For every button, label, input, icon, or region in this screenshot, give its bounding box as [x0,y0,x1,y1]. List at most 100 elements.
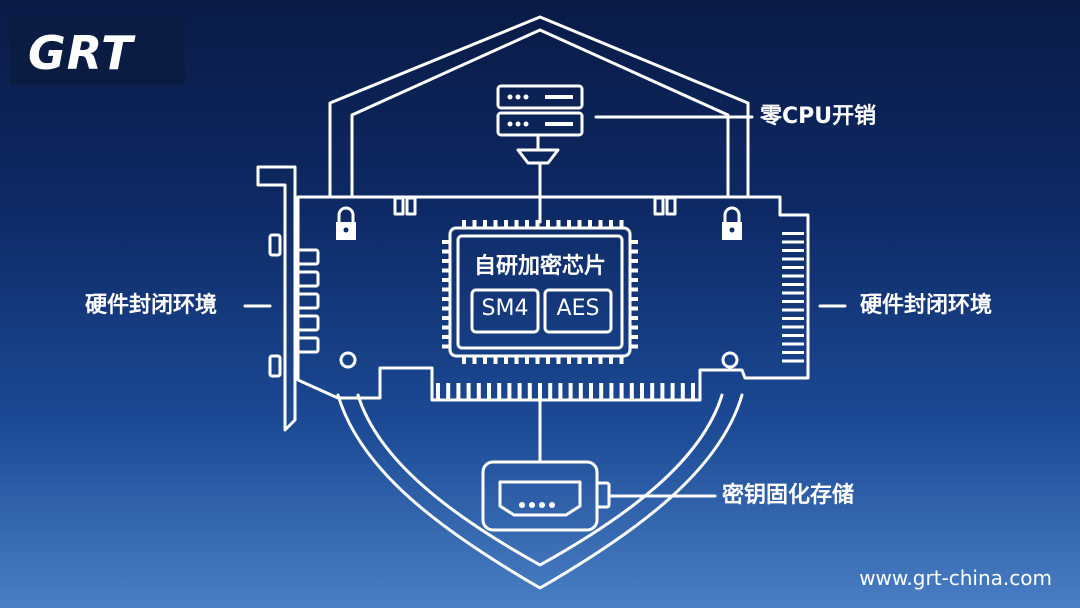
pin [442,278,450,282]
pin [546,220,550,228]
pin [782,274,804,278]
pin [782,232,804,235]
server-icon [496,84,584,224]
pin [782,240,804,244]
pin [483,356,487,364]
shield-bottom [336,393,744,590]
pin [577,356,582,364]
pin [456,383,461,400]
pin [630,259,638,263]
label-hw-env-right: 硬件封闭环境 [860,293,993,318]
pin [442,316,450,320]
pin [442,306,450,311]
pin [630,306,638,311]
pin [782,266,804,269]
pin [442,240,450,244]
pin [588,356,592,364]
pin [442,268,450,273]
pin [538,383,542,400]
algo-aes: AES [556,296,600,321]
pin [497,383,502,400]
pin [630,249,638,254]
pin [472,356,477,364]
pin [535,356,540,364]
shield-icon [328,15,750,197]
pin [630,335,638,339]
pin [567,220,571,228]
card-bracket [256,165,297,432]
pin [609,383,614,400]
pin [630,240,638,244]
pin [462,356,466,364]
pin [598,220,603,228]
pin [442,335,450,339]
pin [436,383,440,400]
chip-icon [448,226,632,358]
pin [589,383,593,400]
pin [556,356,561,364]
pin [493,356,498,364]
pin [514,356,519,364]
pin [578,383,583,400]
pin [525,356,529,364]
pin [556,220,561,228]
label-zero-cpu: 零CPU开销 [760,104,877,129]
pin [629,383,634,400]
lock-icon [722,206,742,240]
pin [442,344,450,349]
pin [442,287,450,292]
pin [630,268,638,273]
pin [567,356,571,364]
card-outline [296,195,810,402]
pin [660,383,665,400]
pin [640,383,644,400]
pin [650,383,655,400]
chip-title: 自研加密芯片 [473,254,606,279]
pin [504,356,508,364]
pin [782,359,804,363]
pin [514,220,519,228]
bracket-ports [296,248,320,354]
lock-icon [336,206,356,240]
pin [619,220,624,228]
grt-logo: GRT [10,18,185,84]
pin [630,297,638,301]
pin [680,383,685,400]
pin [782,249,804,252]
pin [630,278,638,282]
pin [599,383,604,400]
edge-connector-pins [436,383,695,400]
pin [476,383,481,400]
pin [466,383,471,400]
pin [630,316,638,320]
pin [619,383,624,400]
pin [782,351,804,354]
footer-url: www.grt-china.com [859,566,1052,590]
logo-text: GRT [28,26,134,80]
pin [691,383,695,400]
pin [588,220,592,228]
chip-pins [442,220,638,364]
pin [548,383,553,400]
pin [504,220,508,228]
pin [487,383,491,400]
pin [609,220,613,228]
label-key-storage: 密钥固化存储 [722,483,855,508]
pin [598,356,603,364]
pin [782,334,804,337]
pin [517,383,522,400]
pin [782,283,804,286]
pin [442,325,450,330]
pin [442,249,450,254]
pin [507,383,512,400]
pin [782,291,804,295]
pin [609,356,613,364]
pin [483,220,487,228]
pin [446,383,451,400]
pin [527,383,532,400]
pin [782,257,804,261]
pin [493,220,498,228]
pin [782,325,804,329]
pin [782,317,804,320]
